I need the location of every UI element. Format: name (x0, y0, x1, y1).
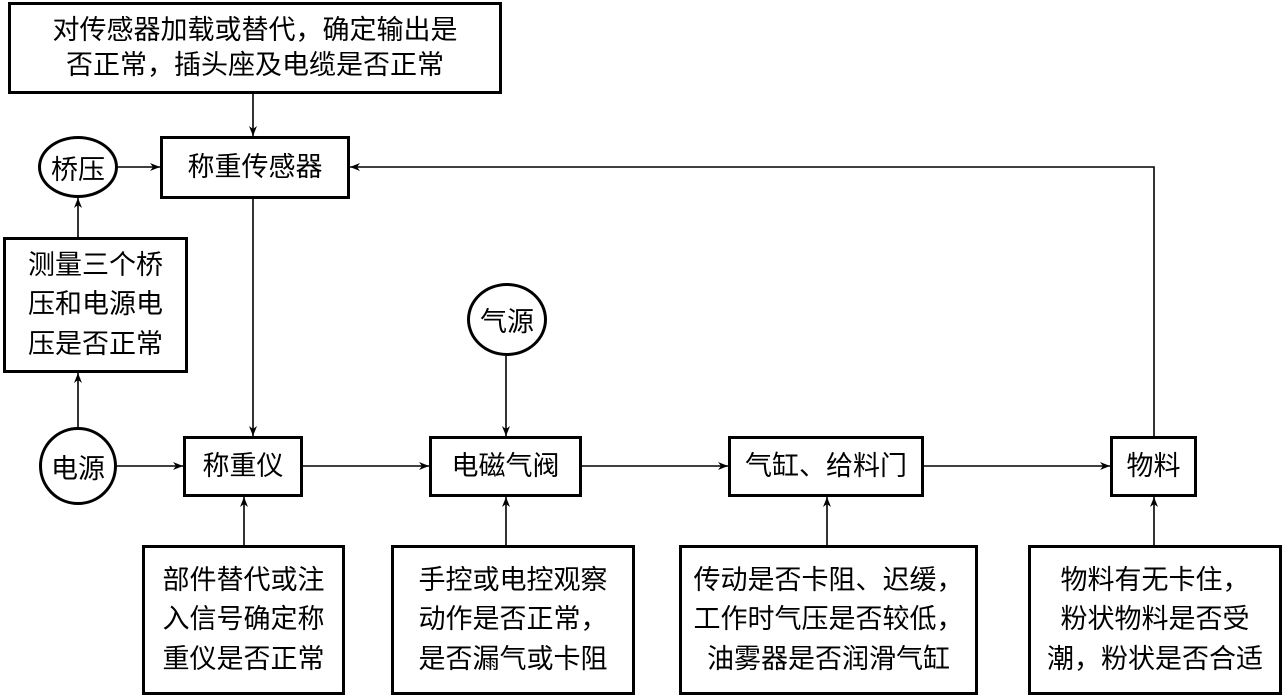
valve-check-box: 手控或电控观察 动作是否正常， 是否漏气或卡阻 (391, 545, 635, 695)
load-cell-box: 称重传感器 (160, 136, 350, 199)
valve-check-line-1: 手控或电控观察 (418, 565, 608, 597)
power-node: 电源 (39, 427, 117, 505)
instrument-check-line-2: 入信号确定称 (162, 604, 325, 636)
cylinder-check-line-2: 工作时气压是否较低， (693, 604, 964, 636)
valve-check-line-2: 动作是否正常， (418, 604, 608, 636)
instrument-check-line-1: 部件替代或注 (162, 565, 325, 597)
solenoid-valve-box: 电磁气阀 (429, 436, 582, 497)
instrument-check-box: 部件替代或注 入信号确定称 重仪是否正常 (142, 545, 345, 695)
solenoid-valve-label: 电磁气阀 (451, 450, 560, 482)
valve-check-line-3: 是否漏气或卡阻 (418, 643, 608, 675)
cylinder-check-box: 传动是否卡阻、迟缓， 工作时气压是否较低， 油雾器是否润滑气缸 (679, 545, 978, 695)
cylinder-gate-box: 气缸、给料门 (728, 436, 924, 497)
weighing-instrument-box: 称重仪 (183, 436, 303, 497)
sensor-check-box: 对传感器加载或替代，确定输出是 否正常，插头座及电缆是否正常 (8, 2, 502, 94)
bridge-voltage-label: 桥压 (51, 154, 105, 186)
measure-bridge-line-3: 压是否正常 (28, 328, 163, 360)
cylinder-check-line-3: 油雾器是否润滑气缸 (707, 643, 950, 675)
measure-bridge-box: 测量三个桥 压和电源电 压是否正常 (3, 237, 188, 373)
power-label: 电源 (51, 453, 105, 485)
material-check-line-2: 粉状物料是否受 (1060, 604, 1250, 636)
cylinder-check-line-1: 传动是否卡阻、迟缓， (693, 565, 964, 597)
material-check-line-1: 物料有无卡住， (1060, 565, 1250, 597)
instrument-check-line-3: 重仪是否正常 (162, 643, 325, 675)
measure-bridge-line-2: 压和电源电 (28, 289, 163, 321)
cylinder-gate-label: 气缸、给料门 (745, 450, 907, 482)
sensor-check-line-2: 否正常，插头座及电缆是否正常 (66, 50, 444, 81)
arrow-material-to-load-cell (350, 163, 1155, 436)
sensor-check-line-1: 对传感器加载或替代，确定输出是 (52, 14, 458, 46)
bridge-voltage-node: 桥压 (38, 136, 118, 198)
material-label: 物料 (1126, 450, 1181, 482)
material-check-box: 物料有无卡住， 粉状物料是否受 潮，粉状是否合适 (1028, 545, 1282, 695)
air-source-label: 气源 (480, 307, 534, 338)
weighing-instrument-label: 称重仪 (202, 450, 284, 482)
measure-bridge-line-1: 测量三个桥 (28, 250, 163, 282)
load-cell-label: 称重传感器 (187, 151, 323, 183)
material-check-line-3: 潮，粉状是否合适 (1047, 643, 1263, 675)
material-box: 物料 (1110, 436, 1197, 497)
air-source-node: 气源 (467, 283, 547, 356)
